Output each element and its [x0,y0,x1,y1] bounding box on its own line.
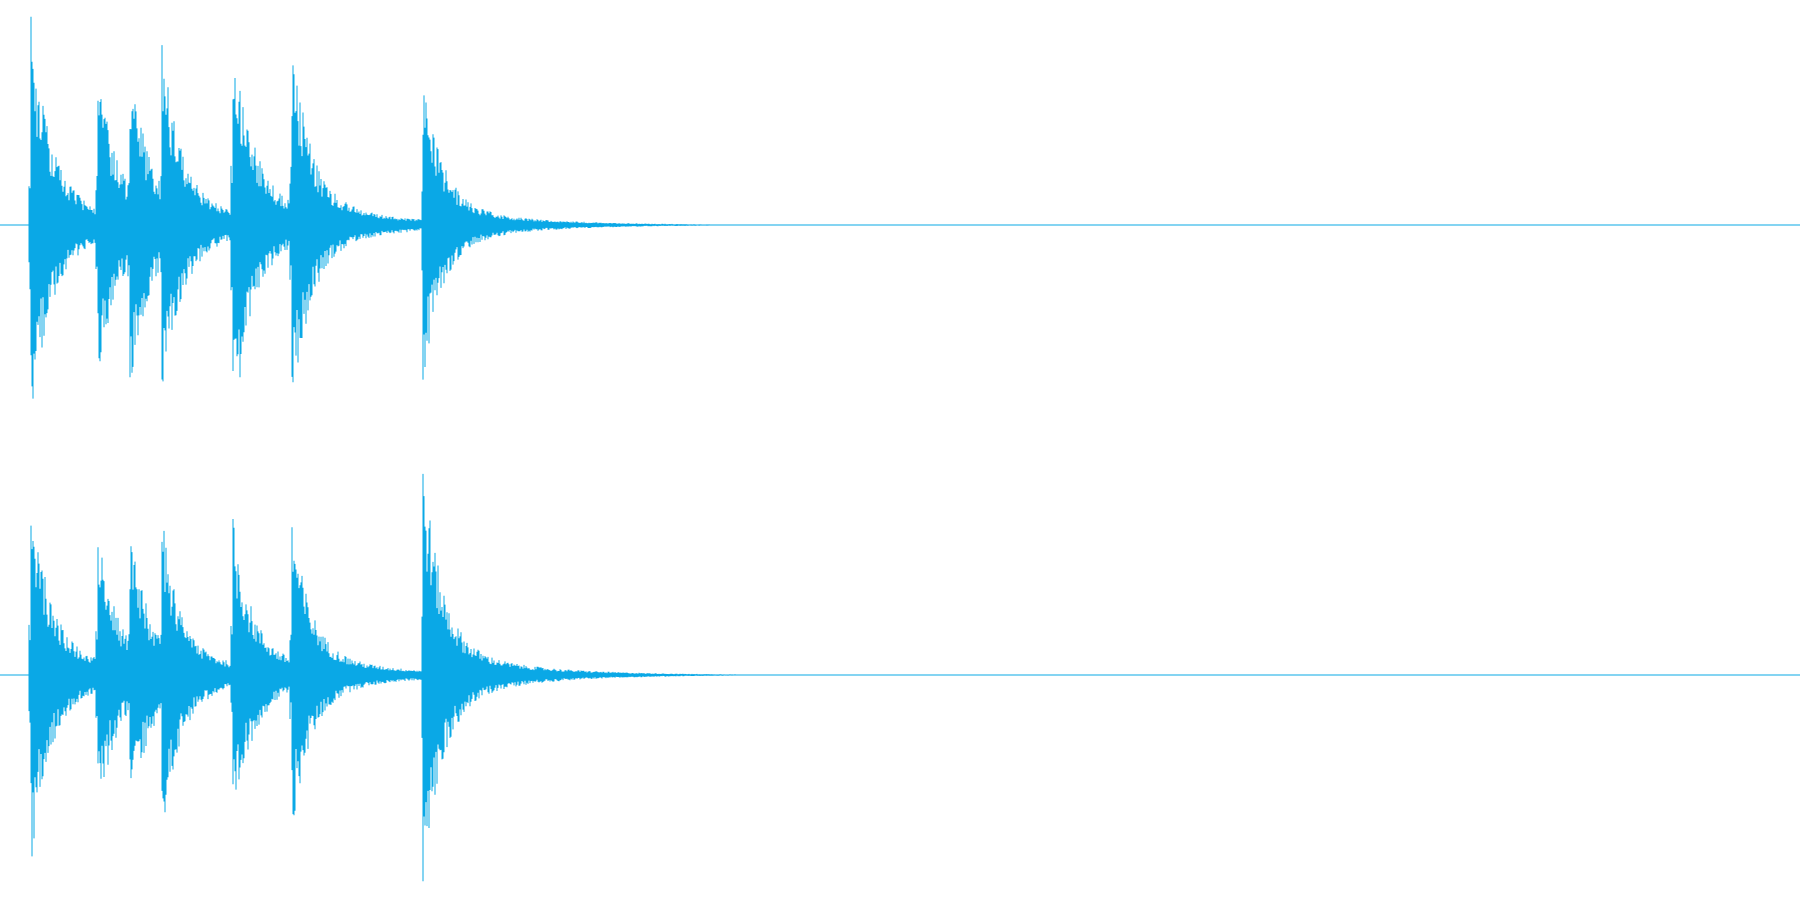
channel-2-waveform [28,473,736,882]
channel-1[interactable] [0,16,1800,399]
channel-2[interactable] [0,473,1800,882]
channel-1-waveform [28,16,710,399]
